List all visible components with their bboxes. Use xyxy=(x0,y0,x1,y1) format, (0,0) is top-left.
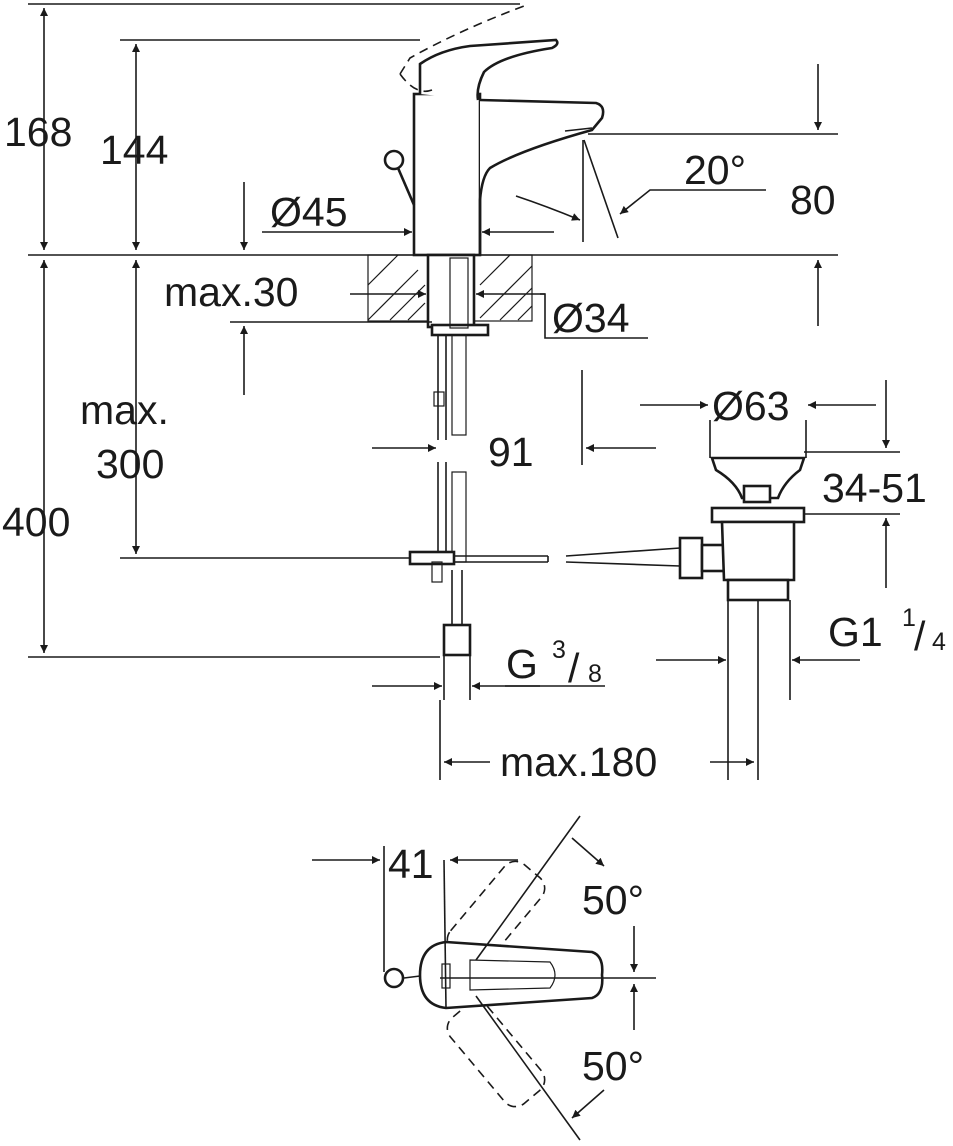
deck-section xyxy=(230,253,533,337)
waste-flange xyxy=(710,506,806,524)
plan-view xyxy=(312,815,656,1141)
label-diameter-45: Ø45 xyxy=(270,189,348,235)
waste-plug xyxy=(710,456,806,500)
lever-handle xyxy=(418,38,559,101)
waste-body xyxy=(720,520,796,582)
label-400: 400 xyxy=(2,499,70,545)
label-41: 41 xyxy=(388,841,434,887)
label-144: 144 xyxy=(100,127,168,173)
label-inlet-thread-num: 3 xyxy=(552,636,566,664)
label-diameter-34: Ø34 xyxy=(552,295,630,341)
label-inlet-thread-main: G xyxy=(506,641,538,687)
label-max-30: max.30 xyxy=(164,269,298,315)
spray-line xyxy=(583,139,619,239)
dimension-labels: 168 144 Ø45 20° 80 max.30 Ø34 max. 300 9… xyxy=(2,109,946,1089)
linkage-nut xyxy=(678,536,704,580)
popup-knob-plan xyxy=(383,967,405,989)
label-waste-thread-den: 4 xyxy=(932,628,946,656)
mounting-nut xyxy=(430,323,490,337)
aerator xyxy=(564,127,593,132)
label-waste-thread-num: 1 xyxy=(902,604,916,632)
label-168: 168 xyxy=(4,109,72,155)
label-waste-thread-slash: / xyxy=(914,613,926,659)
label-angle-20: 20° xyxy=(684,147,746,193)
waste-assembly xyxy=(565,456,806,780)
supply-hoses xyxy=(408,334,549,700)
label-inlet-thread-slash: / xyxy=(568,645,580,691)
popup-knob xyxy=(383,149,405,171)
label-angle-50-up: 50° xyxy=(582,877,644,923)
inlet-connector xyxy=(442,623,472,657)
label-angle-50-down: 50° xyxy=(582,1043,644,1089)
mounting-shank xyxy=(426,253,476,329)
popup-rod xyxy=(396,167,416,206)
label-inlet-thread-den: 8 xyxy=(588,660,602,688)
label-80: 80 xyxy=(790,177,836,223)
faucet-spout xyxy=(478,98,605,255)
label-34-51: 34-51 xyxy=(822,465,927,511)
label-waste-thread-main: G1 xyxy=(828,609,883,655)
label-max-300-line2: 300 xyxy=(96,441,164,487)
label-max-300-line1: max. xyxy=(80,387,169,433)
label-max-180: max.180 xyxy=(500,739,657,785)
dimension-lines xyxy=(28,3,900,780)
label-diameter-63: Ø63 xyxy=(712,383,790,429)
handle-plan xyxy=(418,940,604,1010)
lever-raised-outline xyxy=(399,5,525,93)
label-91: 91 xyxy=(488,429,534,475)
faucet-body xyxy=(412,92,482,257)
